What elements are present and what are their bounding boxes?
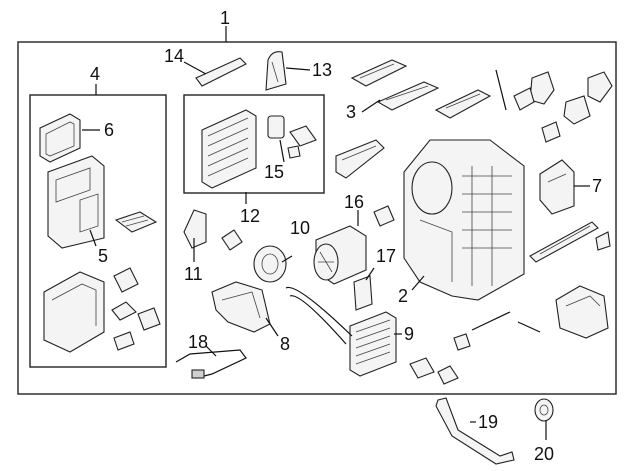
callout-4: 4 <box>90 64 100 84</box>
blower-motor-part <box>313 225 367 285</box>
callout-3: 3 <box>346 102 356 122</box>
callout-13: 13 <box>312 60 332 80</box>
blower-fan-part <box>253 245 287 283</box>
intake-housing-part <box>211 281 271 333</box>
vent-grille-parts <box>350 59 492 119</box>
callout-18: 18 <box>188 332 208 352</box>
motor-bracket-part <box>353 275 373 311</box>
duct-piece-part <box>265 51 287 91</box>
wire-harness-part <box>175 349 247 379</box>
callout-16: 16 <box>344 192 364 212</box>
heater-core-part <box>285 286 397 377</box>
clip-part <box>183 209 243 251</box>
callout-11: 11 <box>184 264 203 284</box>
drain-hose-part <box>435 397 515 465</box>
callout-15: 15 <box>264 162 284 182</box>
callout-17: 17 <box>376 246 396 266</box>
callout-2: 2 <box>398 286 408 306</box>
expansion-valve-part <box>267 115 317 159</box>
hvac-housing-part <box>403 139 525 301</box>
actuator-small-parts <box>495 69 613 143</box>
callout-10: 10 <box>290 218 310 238</box>
leader-lines <box>82 26 590 440</box>
callout-6: 6 <box>104 120 114 140</box>
callout-1: 1 <box>220 8 230 28</box>
callout-9: 9 <box>404 324 414 344</box>
case-assembly-part <box>43 155 161 353</box>
callout-5: 5 <box>98 246 108 266</box>
callout-7: 7 <box>592 176 602 196</box>
gasket-frame-part <box>39 113 81 163</box>
filter-strip-part <box>195 57 247 87</box>
assembly-frame <box>17 41 617 395</box>
callout-12: 12 <box>240 206 260 226</box>
misc-small-parts <box>409 311 541 385</box>
subassembly-frame-12 <box>183 94 325 194</box>
callout-19: 19 <box>478 412 498 432</box>
callout-8: 8 <box>280 334 290 354</box>
grommet-part <box>534 398 554 422</box>
evaporator-core-part <box>201 109 257 189</box>
blower-resistor-part <box>373 205 395 227</box>
air-duct-part <box>335 139 385 179</box>
callout-14: 14 <box>164 46 184 66</box>
duct-rail-part <box>529 221 611 263</box>
mode-actuator-part <box>539 159 575 215</box>
actuator-lower-part <box>555 285 609 339</box>
callout-20: 20 <box>534 444 554 464</box>
subassembly-frame-4 <box>29 94 167 368</box>
